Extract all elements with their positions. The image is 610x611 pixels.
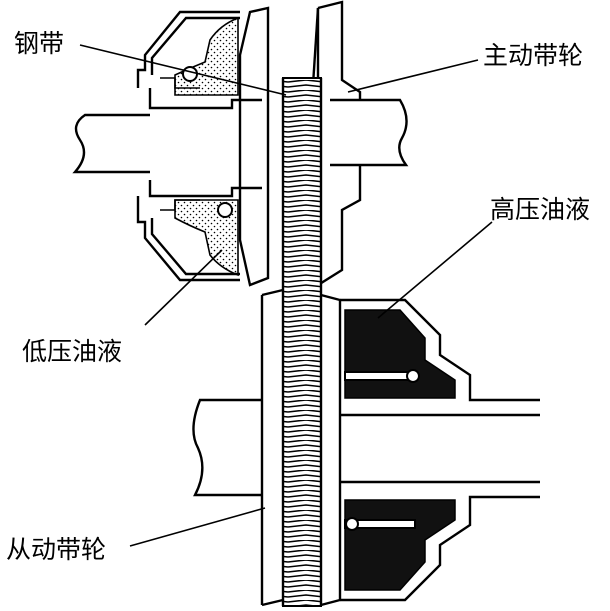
label-steel-belt: 钢带 xyxy=(14,29,64,58)
driven-shaft xyxy=(192,398,540,497)
drive-shaft xyxy=(72,98,409,174)
label-high-pressure-oil: 高压油液 xyxy=(490,195,590,224)
ball-driven-bottom xyxy=(345,517,359,531)
leader-steel-belt xyxy=(79,44,287,96)
label-low-pressure-oil: 低压油液 xyxy=(22,337,122,366)
piston-strip-top xyxy=(344,371,416,381)
ball-bottom xyxy=(217,202,233,218)
drive-pulley-assembly xyxy=(72,0,409,287)
driven-fixed-sheave xyxy=(260,288,284,607)
high-pressure-chamber-top xyxy=(344,309,456,399)
steel-belt xyxy=(281,77,323,607)
label-drive-pulley: 主动带轮 xyxy=(483,41,583,70)
leader-drive-pulley xyxy=(347,59,479,93)
leader-high-pressure xyxy=(377,221,493,319)
high-pressure-chamber-bottom xyxy=(344,499,456,591)
driven-movable-sheave xyxy=(320,293,540,607)
drive-cylinder-housing xyxy=(136,10,240,282)
low-pressure-chamber-bottom xyxy=(174,199,239,277)
ball-top xyxy=(182,66,198,82)
ball-driven-top xyxy=(406,369,420,383)
leader-low-pressure xyxy=(144,249,223,326)
leader-lines xyxy=(79,44,493,547)
drive-movable-sheave xyxy=(148,6,270,287)
label-driven-pulley: 从动带轮 xyxy=(6,535,106,564)
leader-driven-pulley xyxy=(129,507,266,547)
driven-pulley-assembly xyxy=(192,288,540,607)
low-pressure-chamber-top xyxy=(174,16,239,96)
